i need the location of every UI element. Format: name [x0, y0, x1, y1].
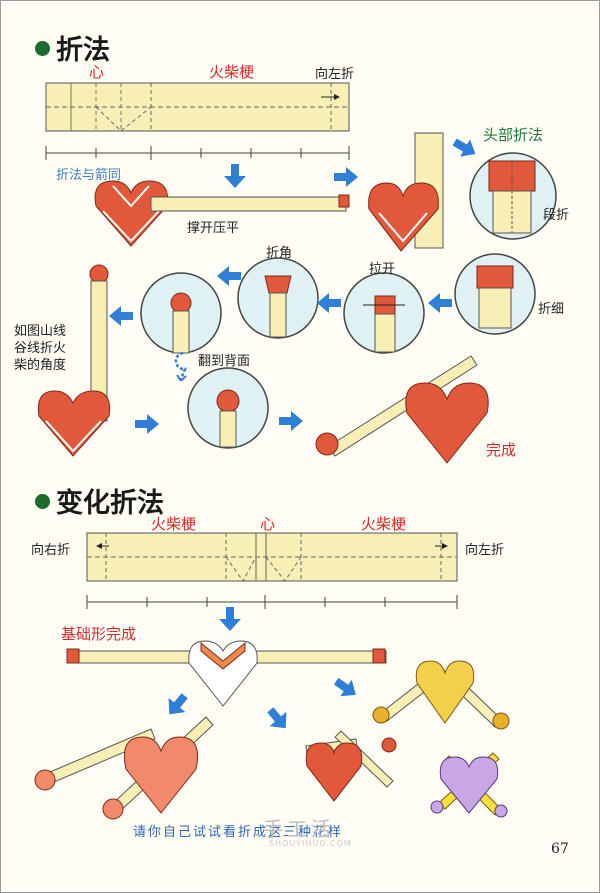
arrow-left-icon	[217, 266, 241, 286]
arrow-right-icon	[135, 414, 159, 434]
circle-pull-open	[343, 272, 425, 354]
variation-red	[305, 730, 397, 802]
label-step-fold: 段折	[543, 208, 570, 223]
label-fold-left-2: 向左折	[465, 543, 505, 558]
circle-head-fold	[469, 152, 557, 240]
label-heart: 心	[89, 63, 105, 81]
arrow-right-icon	[334, 678, 356, 697]
arrow-down-icon	[267, 707, 287, 729]
arrow-down-icon	[168, 693, 188, 715]
paper-strip-2	[86, 532, 458, 582]
finished-heart-1	[315, 355, 489, 464]
bullet-dot-icon	[35, 494, 50, 509]
arrow-left-icon	[317, 293, 341, 313]
variation-big	[34, 716, 214, 820]
arrow-right-icon	[453, 138, 476, 157]
section-2-title: 变化折法	[35, 481, 164, 520]
variation-purple	[430, 752, 508, 818]
paper-strip-1	[45, 82, 350, 132]
arrow-right-icon	[334, 167, 358, 187]
label-fold-right: 向右折	[31, 543, 71, 558]
circle-head-round	[140, 272, 222, 354]
label-open-press-flat: 撑开压平	[187, 221, 240, 236]
ruler-2	[86, 595, 458, 609]
label-matchstick-right: 火柴梗	[361, 515, 407, 533]
label-fold-corner: 折角	[266, 246, 293, 261]
variation-yellow	[372, 660, 510, 730]
footer-caption: 请你自己试试看折成这三种花样	[133, 825, 344, 840]
label-fold-thin: 折细	[538, 302, 565, 317]
label-base-complete: 基础形完成	[61, 625, 137, 643]
heart-step-tall	[37, 264, 111, 457]
ruler-1	[45, 146, 350, 160]
label-complete: 完成	[486, 441, 517, 459]
mountain-valley-note: 如图山线 谷线折火 柴的角度	[14, 324, 67, 373]
label-flip-over: 翻到背面	[198, 354, 251, 369]
watermark: 手工活	[263, 817, 335, 841]
label-head-fold: 头部折法	[483, 126, 544, 144]
watermark-sub: SHOUYIHUO.COM	[269, 839, 352, 848]
label-fold-same-as-arrow: 折法与箭同	[56, 168, 122, 183]
arrow-down-icon	[224, 164, 246, 188]
section-1-title: 折法	[35, 28, 110, 67]
label-matchstick: 火柴梗	[209, 63, 255, 81]
label-fold-left: 向左折	[315, 67, 355, 82]
arrow-down-icon	[219, 607, 241, 631]
label-pull-open: 拉开	[369, 262, 396, 277]
flip-arrow-icon	[174, 351, 187, 381]
arrow-left-icon	[428, 293, 452, 313]
arrow-right-icon	[279, 411, 303, 431]
circle-fold-thin	[454, 253, 536, 335]
page-number: 67	[551, 841, 569, 857]
circle-flipped	[187, 367, 269, 449]
circle-fold-corner	[237, 257, 319, 339]
label-matchstick-left: 火柴梗	[151, 515, 197, 533]
heart-step-1	[94, 180, 350, 247]
heart-step-2	[368, 132, 444, 252]
arrow-left-icon	[109, 306, 133, 326]
bullet-dot-icon	[35, 41, 50, 56]
label-heart-2: 心	[260, 515, 276, 533]
base-shape	[66, 640, 387, 707]
